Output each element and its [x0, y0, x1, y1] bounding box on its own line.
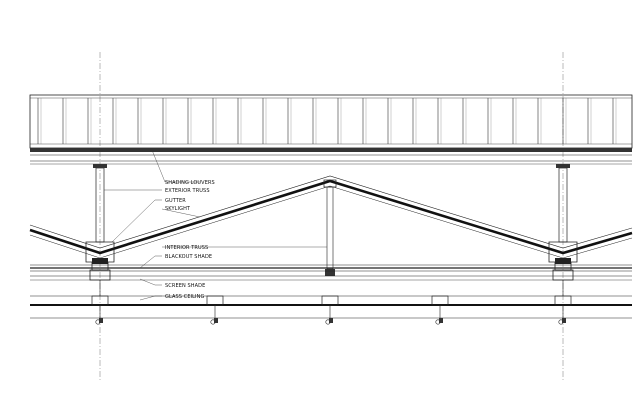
- leader-skylight: [161, 208, 201, 218]
- ceiling-blocks: [91, 295, 572, 306]
- shading-louvers: [29, 94, 633, 156]
- skylight: [29, 175, 633, 259]
- label-shading-louvers: SHADING LOUVERS: [165, 180, 215, 186]
- skylight-glazing: [29, 179, 633, 255]
- right-gutter-fill: [555, 258, 571, 264]
- left-gutter-fill: [92, 258, 108, 264]
- skylight-inner: [29, 185, 633, 259]
- right-column-cap: [556, 164, 570, 168]
- glass-ceiling: [30, 295, 632, 325]
- leader-shading-louvers: [151, 149, 200, 183]
- label-exterior-truss: EXTERIOR TRUSS: [165, 188, 210, 194]
- louver-rail: [30, 148, 632, 152]
- label-gutter: GUTTER: [165, 198, 186, 204]
- leader-glass-ceiling: [139, 295, 162, 301]
- skylight-outer: [29, 175, 633, 249]
- grid-lines: [99, 52, 564, 380]
- interior-post: [326, 186, 334, 270]
- fixture-body: [562, 318, 566, 323]
- label-skylight: SKYLIGHT: [165, 206, 191, 212]
- interior-post-base: [325, 269, 335, 276]
- ceiling-support: [206, 295, 224, 306]
- interior-truss-post: [323, 179, 337, 276]
- left-gutter-assembly: [85, 164, 115, 296]
- louver-frame: [29, 94, 633, 149]
- label-screen-shade: SCREEN SHADE: [165, 283, 205, 289]
- label-glass-ceiling: GLASS CEILING: [165, 294, 204, 300]
- light-fixtures: [95, 305, 566, 325]
- fixture-body: [99, 318, 103, 323]
- ceiling-support: [321, 295, 339, 306]
- shade-bands: [30, 264, 632, 281]
- right-gutter-assembly: [548, 164, 578, 296]
- leader-blackout-shade: [139, 255, 162, 269]
- leaders: [104, 149, 327, 301]
- louver-blades: [37, 98, 617, 144]
- leader-screen-shade: [139, 278, 162, 286]
- fixture-body: [329, 318, 333, 323]
- upper-lines: [30, 160, 632, 165]
- fixture-body: [214, 318, 218, 323]
- labels: SHADING LOUVERS EXTERIOR TRUSS GUTTER SK…: [165, 180, 215, 300]
- ceiling-support: [431, 295, 449, 306]
- leader-gutter: [111, 199, 162, 243]
- fixture-body: [439, 318, 443, 323]
- left-column-cap: [93, 164, 107, 168]
- label-blackout-shade: BLACKOUT SHADE: [165, 254, 212, 260]
- label-interior-truss: INTERIOR TRUSS: [165, 245, 208, 251]
